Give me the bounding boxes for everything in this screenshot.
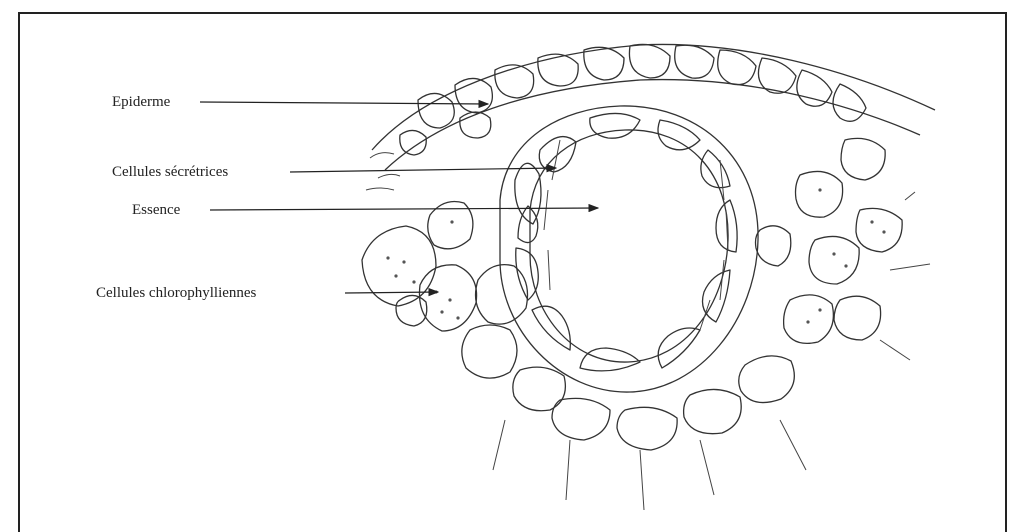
arrow-cellules-secretrices: [290, 168, 556, 172]
label-cellules-secretrices: Cellules sécrétrices: [112, 164, 228, 180]
parenchyma-cells: [362, 138, 930, 510]
label-arrows: [200, 102, 598, 293]
epidermis-layer: [366, 44, 935, 190]
secretory-cells-ring: [500, 106, 758, 392]
label-epiderme: Epiderme: [112, 94, 171, 110]
secretory-canal-diagram: Epiderme Cellules sécrétrices Essence Ce…: [0, 0, 1027, 517]
label-cellules-chlorophylliennes: Cellules chlorophylliennes: [96, 285, 257, 301]
arrow-epiderme: [200, 102, 488, 104]
label-essence: Essence: [132, 202, 181, 218]
